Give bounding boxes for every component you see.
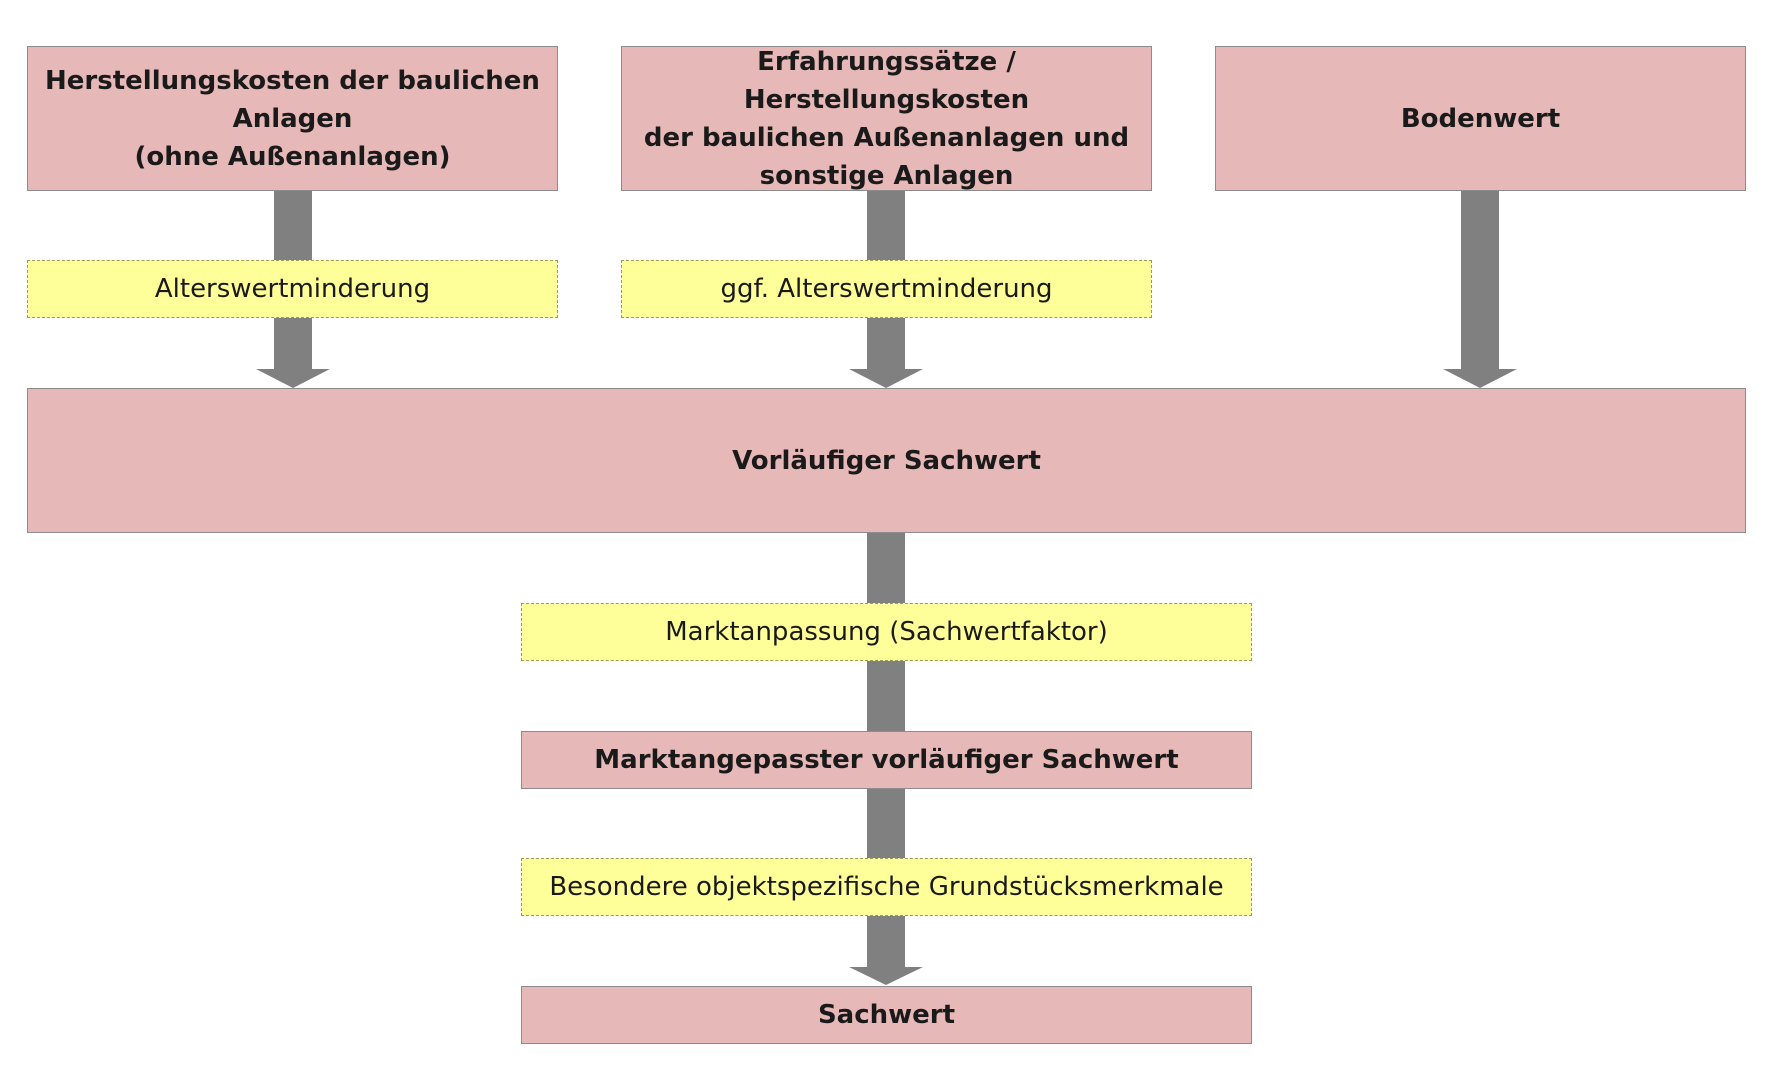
arrow-head-col2 (849, 369, 923, 388)
box-bodenwert-label: Bodenwert (1400, 103, 1561, 134)
box-marktanpassung: Marktanpassung (Sachwertfaktor) (521, 603, 1252, 661)
box-marktangepasster-sachwert: Marktangepasster vorläufiger Sachwert (521, 731, 1252, 789)
box-marktanpassung-label: Marktanpassung (Sachwertfaktor) (665, 617, 1108, 647)
box-alterswertminderung-label: Alterswertminderung (154, 274, 431, 304)
box-bodenwert: Bodenwert (1215, 46, 1746, 191)
box-ggf-alterswertminderung-label: ggf. Alterswertminderung (720, 274, 1053, 304)
box-vorlaeufiger-sachwert: Vorläufiger Sachwert (27, 388, 1746, 533)
box-vorlaeufiger-sachwert-label: Vorläufiger Sachwert (732, 445, 1041, 476)
box-herstellungskosten-line2: Anlagen (232, 103, 353, 134)
box-alterswertminderung: Alterswertminderung (27, 260, 558, 318)
box-herstellungskosten: Herstellungskosten der baulichen Anlagen… (27, 46, 558, 191)
box-erfahrungssaetze-line3: sonstige Anlagen (759, 160, 1014, 191)
box-ggf-alterswertminderung: ggf. Alterswertminderung (621, 260, 1152, 318)
box-erfahrungssaetze-line1: Erfahrungssätze / Herstellungskosten (743, 46, 1030, 115)
arrow-head-col1 (256, 369, 330, 388)
box-erfahrungssaetze: Erfahrungssätze / Herstellungskosten der… (621, 46, 1152, 191)
box-sachwert: Sachwert (521, 986, 1252, 1044)
arrow-head-col3 (1443, 369, 1517, 388)
box-herstellungskosten-line1: Herstellungskosten der baulichen (45, 65, 540, 96)
box-herstellungskosten-line3: (ohne Außenanlagen) (134, 141, 451, 172)
arrow-shaft-col3 (1461, 191, 1499, 369)
box-besondere-merkmale: Besondere objektspezifische Grundstücksm… (521, 858, 1252, 916)
box-besondere-merkmale-label: Besondere objektspezifische Grundstücksm… (549, 872, 1224, 902)
box-marktangepasster-sachwert-label: Marktangepasster vorläufiger Sachwert (594, 745, 1179, 775)
arrow-head-center (849, 967, 923, 985)
box-erfahrungssaetze-line2: der baulichen Außenanlagen und (643, 122, 1130, 153)
box-sachwert-label: Sachwert (817, 1000, 956, 1030)
